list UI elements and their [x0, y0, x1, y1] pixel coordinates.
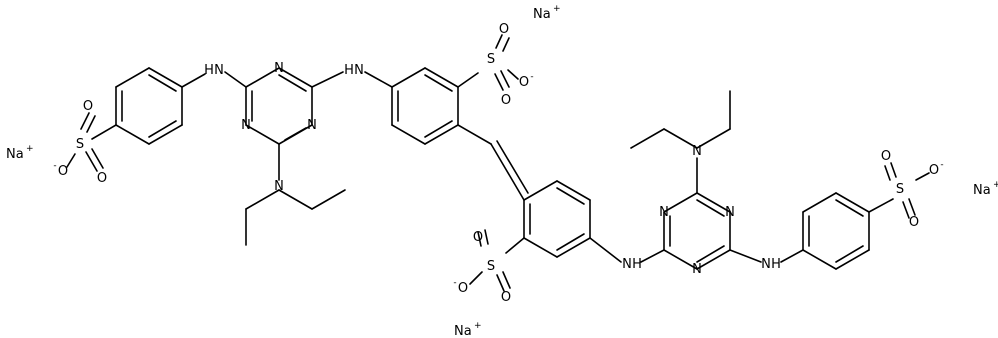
amine-center-left: H N	[344, 63, 364, 78]
atom-o: O	[97, 171, 107, 186]
atom-n: N	[659, 205, 669, 220]
atom-o: O	[881, 149, 891, 164]
atom-n: N	[307, 118, 317, 133]
atom-h: H	[204, 63, 214, 78]
bond-layer	[66, 34, 930, 292]
amine-right: N H	[761, 257, 781, 272]
charge-plus: +	[993, 180, 998, 190]
atom-n: N	[241, 118, 251, 133]
charge-plus: +	[474, 321, 482, 331]
atom-n: N	[725, 205, 735, 220]
charge-plus: +	[26, 144, 34, 154]
charge-minus: -	[53, 161, 56, 171]
atom-n: N	[622, 257, 632, 272]
atom-o: O	[519, 75, 529, 90]
amine-center-right: N H	[622, 257, 642, 272]
atom-o: O	[929, 163, 939, 178]
atom-h: H	[771, 257, 781, 272]
atom-o: O	[58, 164, 68, 179]
charge-plus: +	[553, 4, 561, 14]
atom-o: O	[909, 215, 919, 230]
atom-o: O	[473, 230, 483, 245]
sodium-label: Na	[533, 7, 551, 22]
sulfonate-left: S O O - O	[53, 99, 107, 186]
atom-n: N	[761, 257, 771, 272]
sulfonate-right: S O O - O	[881, 149, 944, 230]
amine-left: H N	[204, 63, 224, 78]
atom-n: N	[274, 61, 284, 76]
atom-s: S	[487, 259, 495, 274]
atom-s: S	[487, 52, 495, 67]
atom-o: O	[83, 99, 93, 114]
charge-minus: -	[530, 72, 533, 82]
atom-o: O	[501, 290, 511, 305]
atom-o: O	[501, 93, 511, 108]
sulfonate-lower: S O O - O	[453, 230, 511, 305]
atom-h: H	[344, 63, 354, 78]
atom-s: S	[76, 137, 84, 152]
atom-n: N	[692, 144, 702, 159]
atom-n: N	[214, 63, 224, 78]
atom-n: N	[692, 262, 702, 277]
atom-n: N	[274, 179, 284, 194]
atom-n: N	[354, 63, 364, 78]
sulfonate-upper: S O O - O	[487, 22, 534, 108]
charge-minus: -	[453, 278, 456, 288]
atom-o: O	[458, 281, 468, 296]
charge-minus: -	[940, 160, 943, 170]
atom-label-layer: S O O - O H N N N N N H N S O O -	[6, 4, 998, 338]
atom-s: S	[896, 182, 904, 197]
sodium-label: Na	[973, 183, 991, 198]
sodium-label: Na	[6, 147, 24, 162]
triazine-right: N N N N	[659, 144, 735, 277]
sodium-ions: Na + Na + Na + Na +	[6, 4, 998, 338]
sodium-label: Na	[454, 324, 472, 338]
atom-h: H	[632, 257, 642, 272]
atom-o: O	[499, 22, 509, 37]
triazine-left: N N N N	[241, 61, 317, 194]
